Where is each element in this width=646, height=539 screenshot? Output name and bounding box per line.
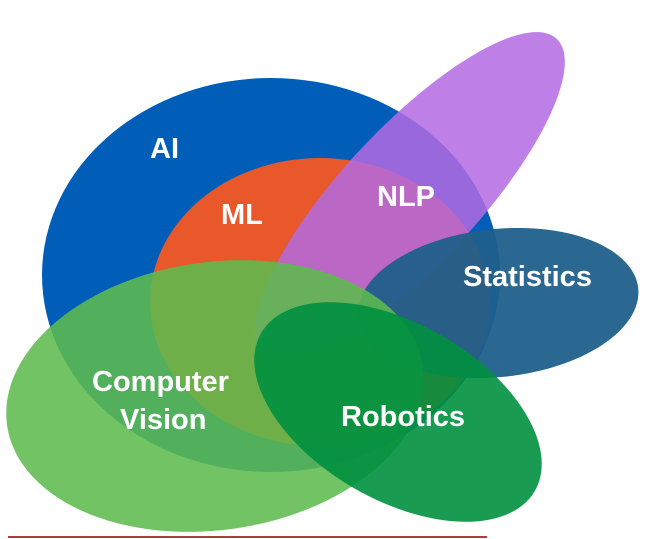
label-nlp: NLP	[377, 181, 435, 213]
robotics-region	[254, 302, 542, 522]
label-statistics: Statistics	[463, 261, 592, 293]
label-ai: AI	[150, 133, 179, 165]
label-ml: ML	[221, 199, 263, 231]
label-robotics: Robotics	[341, 401, 465, 433]
label-computer-vision-line1: Computer	[92, 366, 229, 398]
label-computer-vision-line2: Vision	[120, 404, 207, 436]
